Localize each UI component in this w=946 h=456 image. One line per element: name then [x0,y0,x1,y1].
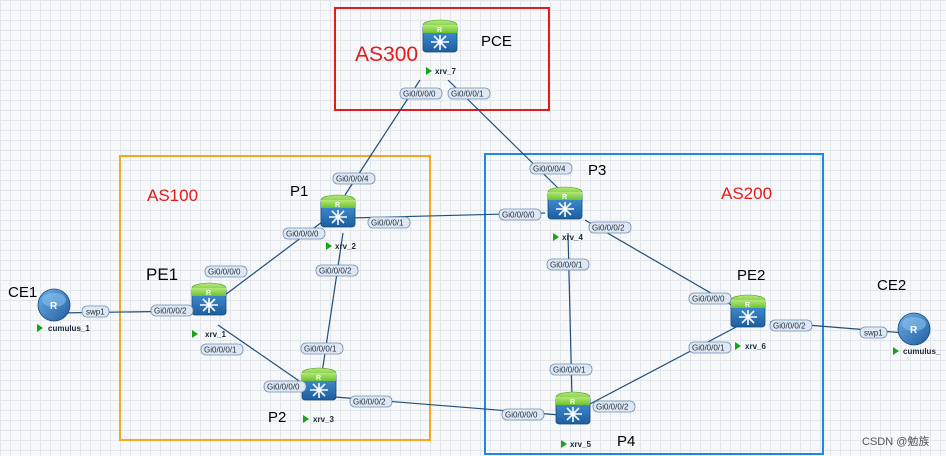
switch-icon [897,312,931,346]
svg-text:Gi0/0/0/0: Gi0/0/0/0 [403,90,436,99]
router-xrv-5[interactable] [555,391,591,425]
port-label: Gi0/0/0/2 [769,319,813,332]
router-xrv-2[interactable] [320,194,356,228]
port-label: Gi0/0/0/0 [204,265,248,278]
device-tag: P3 [588,162,606,179]
watermark: CSDN @勉族 [862,434,929,448]
svg-text:Gi0/0/0/2: Gi0/0/0/2 [592,224,625,233]
device-name: cumulus_ [903,347,941,356]
as200-label: AS200 [721,184,772,203]
port-label: Gi0/0/0/2 [150,304,194,317]
port-label: Gi0/0/0/1 [367,216,411,229]
svg-text:Gi0/0/0/1: Gi0/0/0/1 [692,344,725,353]
svg-text:Gi0/0/0/2: Gi0/0/0/2 [154,307,187,316]
port-label: Gi0/0/0/0 [501,408,545,421]
svg-text:Gi0/0/0/1: Gi0/0/0/1 [371,219,404,228]
role-tags: PCE P1 PE1 P2 P3 P4 PE2 CE1 CE2 [8,33,906,450]
device-name: xrv_5 [570,440,591,449]
device-tag: CE2 [877,277,906,294]
router-xrv-4[interactable] [547,186,583,220]
port-label: Gi0/0/0/1 [447,87,491,100]
as300-area [334,7,550,111]
svg-text:Gi0/0/0/1: Gi0/0/0/1 [553,366,586,375]
switch-ce2[interactable] [897,312,931,346]
switch-icon [37,288,71,322]
svg-text:Gi0/0/0/0: Gi0/0/0/0 [267,383,300,392]
router-icon [555,391,591,425]
port-label: Gi0/0/0/1 [200,343,244,356]
link-xrv5-xrv6 [587,324,741,406]
device-name: xrv_2 [335,242,356,251]
port-label: Gi0/0/0/2 [315,264,359,277]
port-label: Gi0/0/0/2 [588,221,632,234]
as100-label: AS100 [147,186,198,205]
device-tag: P2 [268,409,286,426]
svg-text:Gi0/0/0/1: Gi0/0/0/1 [304,345,337,354]
links [57,79,906,416]
port-label: Gi0/0/0/4 [529,162,573,175]
as100-area [119,155,431,441]
device-tag: PE1 [146,265,178,284]
svg-text:swp1: swp1 [86,308,105,317]
svg-text:Gi0/0/0/4: Gi0/0/0/4 [533,165,566,174]
port-label: Gi0/0/0/0 [688,292,732,305]
device-tag: P1 [290,183,308,200]
svg-text:Gi0/0/0/2: Gi0/0/0/2 [319,267,352,276]
port-labels: Gi0/0/0/0 Gi0/0/0/1 Gi0/0/0/4 Gi0/0/0/4 … [81,87,888,421]
port-label: Gi0/0/0/1 [688,341,732,354]
switch-ce1[interactable] [37,288,71,322]
svg-text:Gi0/0/0/1: Gi0/0/0/1 [451,90,484,99]
port-label: swp1 [81,305,110,318]
device-tag: P4 [617,433,635,450]
port-label: Gi0/0/0/1 [546,258,590,271]
svg-text:Gi0/0/0/0: Gi0/0/0/0 [505,411,538,420]
svg-text:Gi0/0/0/0: Gi0/0/0/0 [286,230,319,239]
port-label: Gi0/0/0/0 [498,208,542,221]
device-name: xrv_3 [313,415,334,424]
router-icon [422,19,458,53]
router-xrv-1[interactable] [191,282,227,316]
link-xrv1-xrv3 [217,324,306,386]
svg-text:Gi0/0/0/2: Gi0/0/0/2 [596,403,629,412]
svg-text:Gi0/0/0/1: Gi0/0/0/1 [550,261,583,270]
as300-label: AS300 [355,43,418,66]
device-name: cumulus_1 [48,324,90,333]
router-xrv-7[interactable] [422,19,458,53]
port-label: Gi0/0/0/0 [263,380,307,393]
router-xrv-6[interactable] [730,294,766,328]
svg-text:Gi0/0/0/4: Gi0/0/0/4 [336,175,369,184]
device-tag: CE1 [8,284,37,301]
device-tag: PE2 [737,267,765,284]
router-icon [191,282,227,316]
device-tag: PCE [481,33,512,50]
port-label: Gi0/0/0/0 [282,227,326,240]
device-name: xrv_4 [562,233,583,242]
device-name-labels: xrv_7 xrv_2 xrv_1 xrv_3 xrv_4 xrv_5 xrv_… [37,67,941,449]
svg-text:Gi0/0/0/0: Gi0/0/0/0 [502,211,535,220]
port-label: Gi0/0/0/2 [349,395,393,408]
svg-text:swp1: swp1 [864,329,883,338]
svg-text:Gi0/0/0/0: Gi0/0/0/0 [208,268,241,277]
port-label: Gi0/0/0/1 [300,342,344,355]
svg-text:Gi0/0/0/2: Gi0/0/0/2 [773,322,806,331]
router-icon [320,194,356,228]
port-label: Gi0/0/0/4 [332,172,376,185]
router-xrv-3[interactable] [301,367,337,401]
as200-area [484,153,824,455]
router-icon [730,294,766,328]
device-name: xrv_6 [745,342,766,351]
port-label: swp1 [859,326,888,339]
svg-text:Gi0/0/0/2: Gi0/0/0/2 [353,398,386,407]
router-icon [301,367,337,401]
router-icon [547,186,583,220]
device-name: xrv_7 [435,67,456,76]
port-label: Gi0/0/0/2 [592,400,636,413]
svg-text:Gi0/0/0/0: Gi0/0/0/0 [692,295,725,304]
device-name: xrv_1 [205,330,226,339]
port-label: Gi0/0/0/1 [549,363,593,376]
port-label: Gi0/0/0/0 [399,87,443,100]
svg-text:Gi0/0/0/1: Gi0/0/0/1 [204,346,237,355]
